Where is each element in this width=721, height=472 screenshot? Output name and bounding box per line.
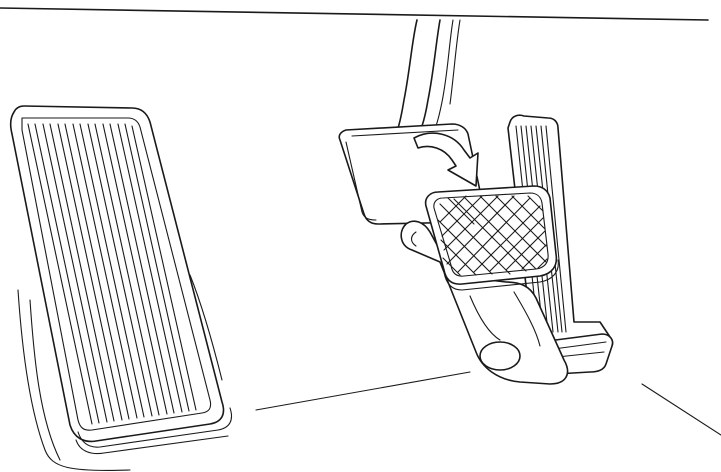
floor-line-right — [641, 383, 721, 436]
floor-line-left-curve-2 — [29, 299, 61, 461]
floor-pedal-icon — [9, 105, 233, 455]
accelerator-pedal-icon — [507, 114, 614, 375]
dashboard-edge-line — [0, 7, 709, 21]
hanging-pedal-pad-icon — [400, 185, 569, 385]
rotation-arrow-icon — [413, 132, 479, 187]
floor-line-left-curve — [17, 289, 131, 471]
floor-line — [255, 371, 471, 411]
